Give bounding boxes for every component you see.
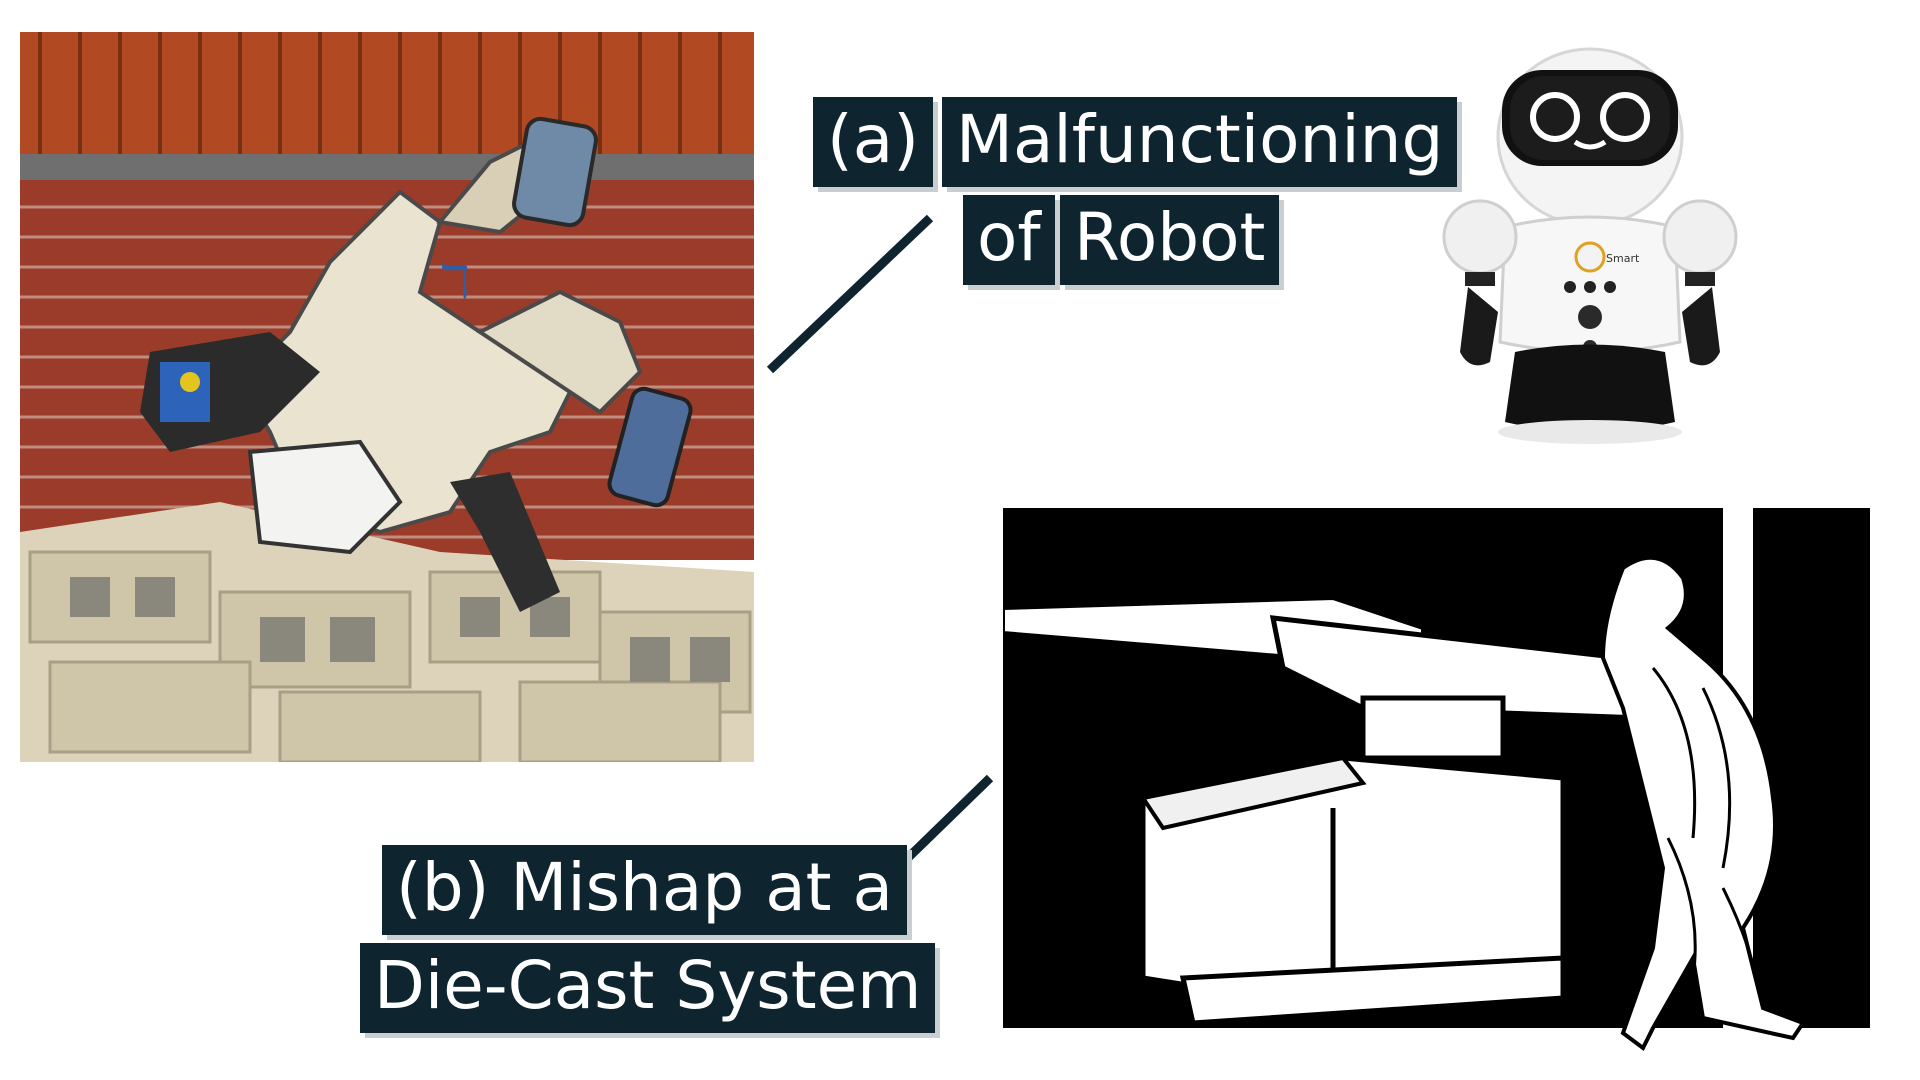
toy-robot-photo: Smart [1410,22,1770,452]
caption-a-label: (a) [813,97,933,187]
caption-a-robot: Robot [1060,195,1280,285]
caption-b-line1: (b) Mishap at a [382,845,907,935]
caption-b-line2: Die-Cast System [360,943,936,1033]
leader-line-a [766,214,934,374]
humanoid-robot-image: ℸ [20,32,754,762]
die-cast-illustration [1003,508,1870,1058]
toy-robot-image: Smart [1410,22,1770,452]
toy-robot-logo-text: Smart [1606,252,1640,265]
humanoid-robot-photo: ℸ [20,32,754,762]
svg-text:ℸ: ℸ [440,254,470,308]
die-cast-image [1003,508,1870,1058]
caption-a-of: of [963,195,1055,285]
caption-a-title: Malfunctioning [942,97,1458,187]
